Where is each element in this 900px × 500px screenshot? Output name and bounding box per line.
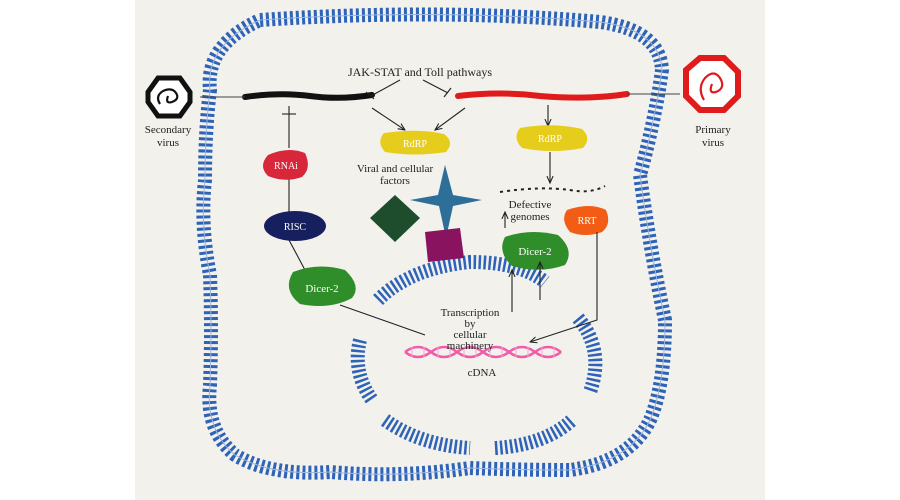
cellular-factor-star (410, 165, 482, 238)
defective-genomes-label-line1: Defective (509, 199, 552, 211)
defective-genomes-strand (499, 185, 606, 193)
rnai-risc-dicer-connectors (288, 178, 306, 271)
cdna-rungs (411, 347, 555, 357)
dicer-right-label: Dicer-2 (518, 246, 551, 258)
factors-label-line2: factors (380, 175, 410, 187)
arrows-to-rdrp (371, 105, 550, 183)
rnai-inhibition-line (282, 106, 296, 148)
pathways-label: JAK-STAT and Toll pathways (348, 65, 492, 79)
rrt-label: RRT (578, 216, 597, 227)
rrt-protein: RRT (564, 206, 609, 235)
pathway-inhibition-lines (365, 79, 452, 100)
transcription-label-line1: Transcription (441, 307, 500, 319)
rdrp-right-protein: RdRP (516, 125, 588, 151)
cellular-factor-diamond (370, 195, 420, 242)
primary-virus-label-line2: virus (702, 137, 724, 149)
secondary-virus-label-line2: virus (157, 137, 179, 149)
transcription-label-line3: cellular (454, 329, 487, 341)
factors-label-line1: Viral and cellular (357, 163, 434, 175)
defective-genomes-label-line2: genomes (510, 211, 549, 223)
rnai-label: RNAi (274, 161, 298, 172)
risc-complex: RISC (264, 211, 326, 241)
rdrp-left-label: RdRP (403, 139, 427, 150)
transcription-label-line4: machinery (447, 340, 494, 352)
risc-label: RISC (284, 222, 307, 233)
rdrp-left-protein: RdRP (380, 130, 451, 155)
primary-virus-icon (683, 55, 741, 113)
cdna-label: cDNA (468, 367, 497, 379)
secondary-virus-rna-strand (242, 91, 375, 101)
cellular-factor-square (425, 228, 464, 262)
primary-virus-label-line1: Primary (695, 124, 731, 136)
nucleus-arrows (339, 212, 598, 342)
cdna-helix (404, 345, 562, 359)
dicer-left-label: Dicer-2 (305, 283, 338, 295)
dicer-left-protein: Dicer-2 (288, 266, 356, 306)
nuclear-membrane (350, 254, 603, 455)
secondary-virus-icon (145, 75, 193, 119)
rnai-protein: RNAi (263, 149, 308, 180)
secondary-virus-label-line1: Secondary (145, 124, 192, 136)
cell-membrane-inner-line (202, 13, 666, 475)
primary-virus-rna-strand (455, 90, 630, 101)
rdrp-right-label: RdRP (538, 134, 562, 145)
transcription-label-line2: by (465, 318, 477, 330)
dicer-right-protein: Dicer-2 (502, 231, 569, 270)
